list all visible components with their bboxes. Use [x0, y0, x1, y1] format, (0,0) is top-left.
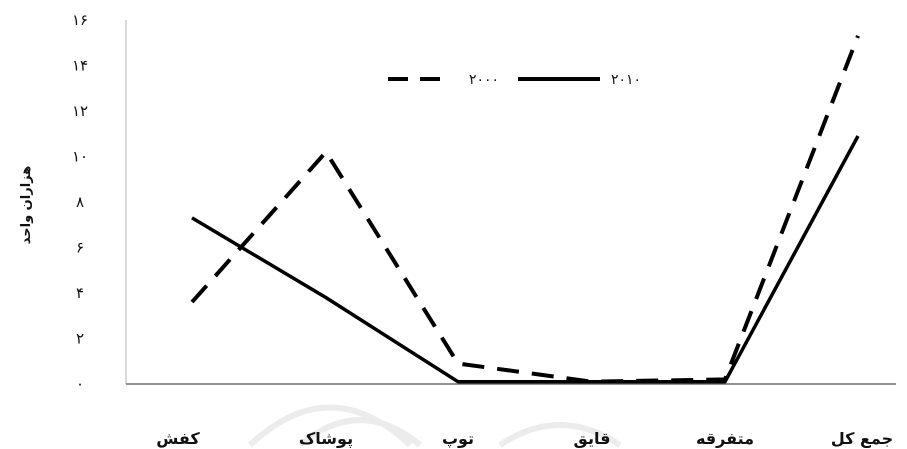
category-label: ﭘﻮﺷﺎﮎ: [299, 429, 353, 449]
y-tick-label: ١۴: [72, 57, 88, 75]
category-label: ﺟﻤﻊ ﮐﻞ: [831, 429, 893, 448]
series-line-solid: [191, 135, 860, 384]
legend: ٢٠٠٠ ٢٠١٠: [388, 72, 641, 88]
y-tick-label: ١۶: [72, 11, 88, 29]
y-tick-label: ٢: [76, 330, 84, 348]
series-lines: [190, 35, 860, 384]
y-tick-label: ۴: [76, 284, 84, 302]
y-tick-label: ١٠: [72, 148, 88, 166]
legend-label: ٢٠١٠: [611, 72, 641, 88]
series-line-dashed: [190, 35, 860, 384]
category-labels: ﮐﻔﺶ ﭘﻮﺷﺎﮎ ﺗﻮﭖ ﻗﺎﯾﻖ ﻣﺘﻔﺮﻗﻪ ﺟﻤﻊ ﮐﻞ: [156, 429, 893, 449]
category-label: ﻣﺘﻔﺮﻗﻪ: [696, 429, 754, 448]
legend-label: ٢٠٠٠: [469, 72, 499, 88]
watermark-logo: [247, 404, 622, 448]
y-tick-label: ١٢: [72, 102, 88, 120]
y-tick-labels: ٠ ٢ ۴ ۶ ٨ ١٠ ١٢ ١۴ ١۶: [72, 11, 88, 393]
category-label: ﮐﻔﺶ: [156, 429, 200, 448]
y-tick-label: ٠: [76, 375, 84, 393]
y-axis-label: ﻫﺰﺍﺭﺍﻥ ﻭﺍﺣﺪ: [19, 166, 34, 245]
category-label: ﻗﺎﯾﻖ: [574, 429, 611, 448]
y-tick-label: ٨: [76, 193, 84, 211]
category-label: ﺗﻮﭖ: [442, 429, 474, 449]
y-tick-label: ۶: [76, 239, 84, 257]
